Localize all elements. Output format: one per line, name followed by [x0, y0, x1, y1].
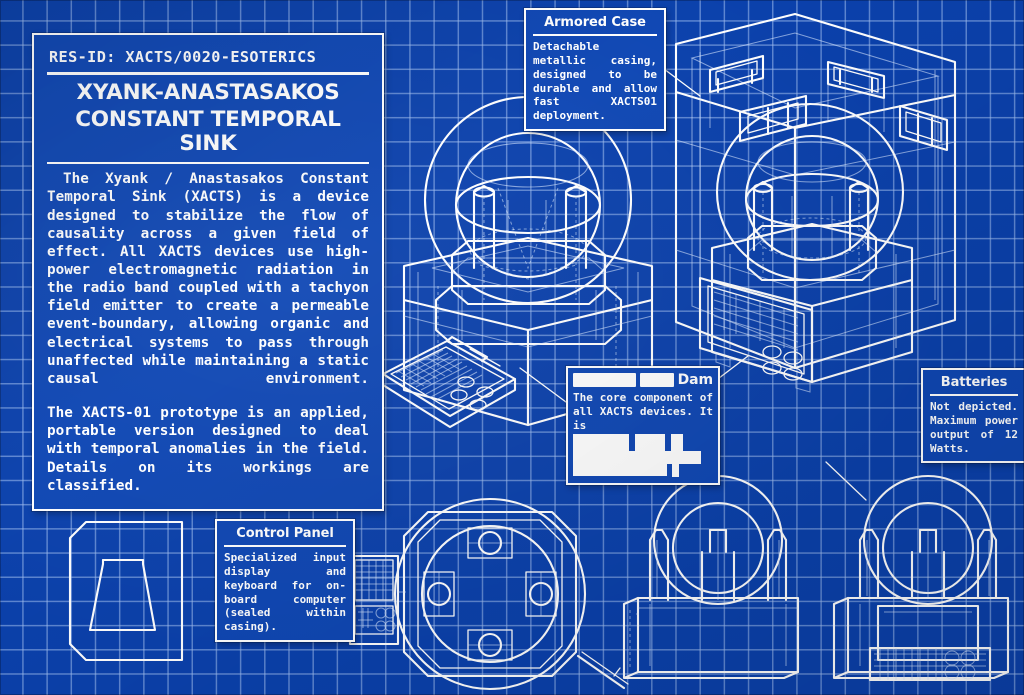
callout-body: Not depicted. Maximum power output of 12…: [930, 400, 1018, 455]
redaction-mask: - / , .: [573, 433, 713, 478]
view-front-elevation: [825, 461, 1010, 682]
page-title-line2: CONSTANT TEMPORAL SINK: [75, 106, 341, 156]
callout-heading: Armored Case: [544, 15, 646, 30]
leader-lines: [336, 65, 749, 575]
callout-body: Specialized input display and keyboard f…: [224, 551, 346, 634]
erlenmeyer-flask-logo: [68, 520, 184, 662]
callout-body-redacted: - / , .: [573, 433, 713, 478]
keyboard-strip-front: [868, 646, 992, 682]
page-title-line1: XYANK-ANASTASAKOS: [76, 79, 340, 105]
divider: [224, 545, 346, 547]
callout-batteries: Batteries Not depicted. Maximum power ou…: [921, 368, 1024, 464]
callout-core-component: Dam The core component of all XACTS devi…: [566, 366, 720, 485]
callout-heading-visible-word: Dam: [677, 371, 713, 388]
view-side-elevation: [622, 458, 800, 680]
callout-control-panel: Control Panel Specialized input display …: [215, 519, 355, 643]
spec-paragraph-2: The XACTS-01 prototype is an applied, po…: [47, 405, 369, 494]
redaction-block: [573, 372, 636, 387]
spec-paragraph-1: The Xyank / Anastasakos Constant Tempora…: [47, 171, 369, 387]
spec-panel: RES-ID: XACTS/0020-ESOTERICS XYANK-ANAST…: [32, 33, 384, 511]
control-panel-keyboard-cased: [698, 276, 814, 384]
control-panel-keyboard-iso: [381, 335, 517, 429]
divider: [930, 394, 1018, 396]
device-in-armored-case: [674, 12, 957, 393]
divider: [533, 34, 657, 36]
device-isometric: [381, 95, 654, 429]
divider: [47, 72, 369, 75]
redaction-block: [639, 372, 674, 387]
callout-heading: Control Panel: [236, 526, 334, 541]
divider: [47, 161, 369, 165]
res-id-label: RES-ID: XACTS/0020-ESOTERICS: [49, 48, 317, 66]
callout-body-visible: The core component of all XACTS devices.…: [573, 391, 713, 432]
callout-armored-case: Armored Case Detachable metallic casing,…: [524, 8, 666, 132]
callout-heading-redacted: Dam: [573, 371, 713, 388]
callout-heading: Batteries: [940, 375, 1008, 390]
view-top-plan: [342, 497, 629, 691]
callout-body: Detachable metallic casing, designed to …: [533, 40, 657, 123]
